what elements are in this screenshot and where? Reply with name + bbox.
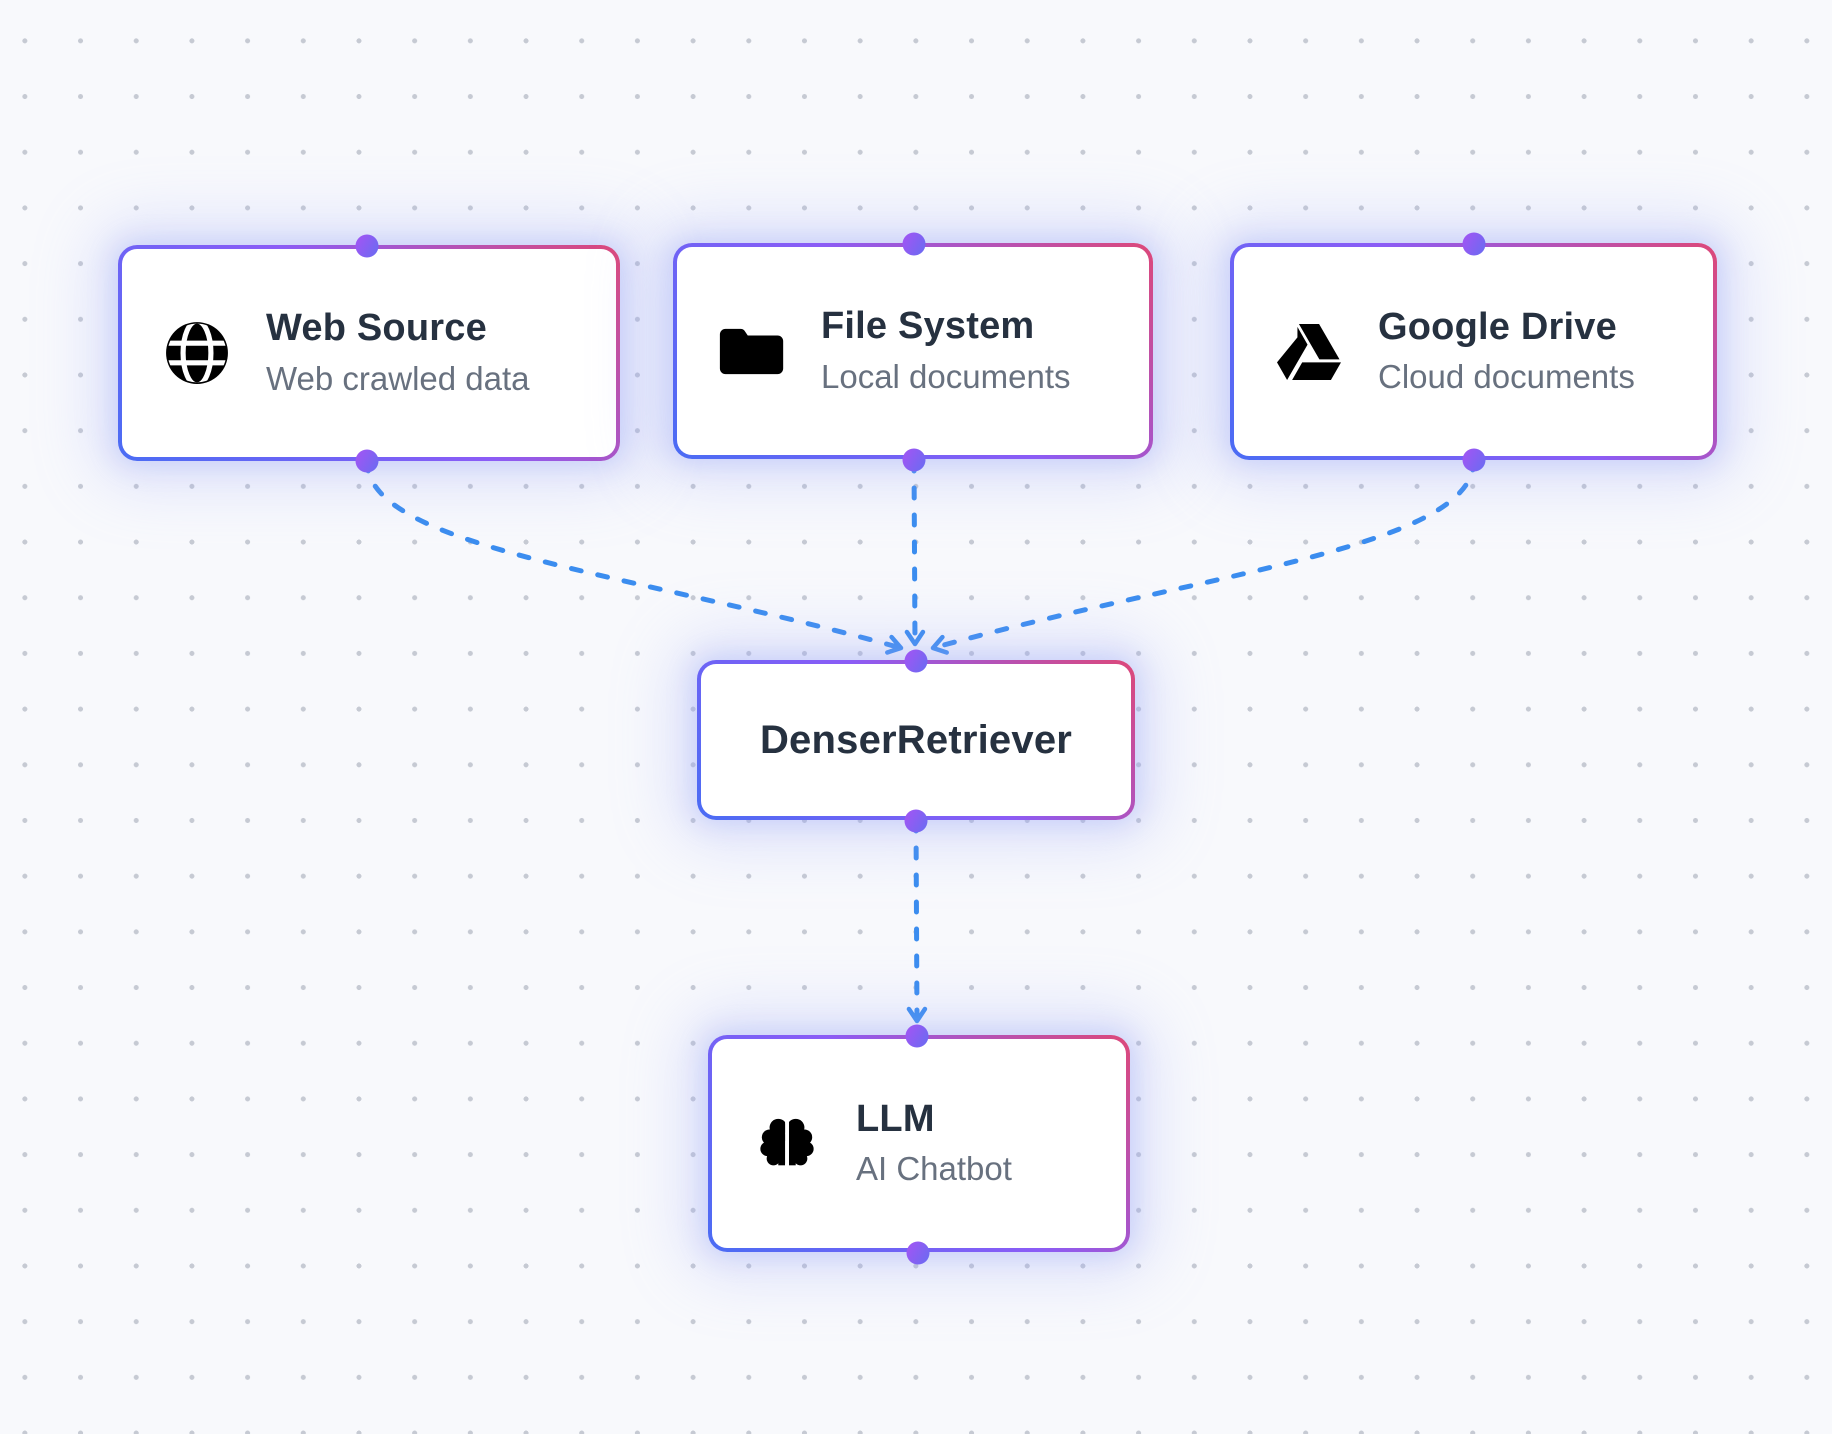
google-drive-icon: [1274, 320, 1344, 384]
handle-google-drive-bottom[interactable]: [1462, 448, 1486, 472]
edge-googledrive-retriever: [930, 457, 1477, 655]
node-subtitle: Cloud documents: [1378, 358, 1635, 396]
node-subtitle: Web crawled data: [266, 359, 530, 397]
node-google-drive[interactable]: Google Drive Cloud documents: [1230, 243, 1717, 460]
node-llm-body: LLM AI Chatbot: [712, 1039, 1126, 1248]
handle-web-source-top[interactable]: [355, 234, 379, 258]
node-web-source-body: Web Source Web crawled data: [122, 249, 616, 457]
handle-google-drive-top[interactable]: [1462, 232, 1486, 256]
globe-icon: [162, 320, 232, 386]
node-denser-retriever[interactable]: DenserRetriever: [697, 660, 1135, 820]
handle-file-system-top[interactable]: [902, 232, 926, 256]
node-google-drive-body: Google Drive Cloud documents: [1234, 247, 1713, 456]
handle-web-source-bottom[interactable]: [355, 449, 379, 473]
node-subtitle: Local documents: [821, 357, 1071, 395]
node-title: LLM: [856, 1097, 935, 1140]
node-denser-retriever-body: DenserRetriever: [701, 664, 1131, 816]
edge-filesystem-retriever: [904, 458, 926, 647]
handle-llm-bottom[interactable]: [906, 1241, 930, 1265]
node-subtitle: AI Chatbot: [856, 1150, 1012, 1188]
node-llm[interactable]: LLM AI Chatbot: [708, 1035, 1130, 1252]
handle-retriever-bottom[interactable]: [904, 809, 928, 833]
node-title: File System: [821, 305, 1035, 348]
handle-retriever-top[interactable]: [904, 649, 928, 673]
folder-icon: [717, 325, 787, 378]
handle-file-system-bottom[interactable]: [902, 448, 926, 472]
handle-llm-top[interactable]: [905, 1024, 929, 1048]
node-file-system[interactable]: File System Local documents: [673, 243, 1153, 459]
brain-icon: [752, 1113, 822, 1175]
node-title: DenserRetriever: [759, 717, 1073, 762]
node-web-source[interactable]: Web Source Web crawled data: [118, 245, 620, 461]
node-title: Web Source: [266, 307, 487, 350]
node-file-system-body: File System Local documents: [677, 247, 1149, 455]
edge-websource-retriever: [364, 458, 904, 655]
edge-retriever-llm: [906, 818, 928, 1024]
node-title: Google Drive: [1378, 305, 1617, 348]
